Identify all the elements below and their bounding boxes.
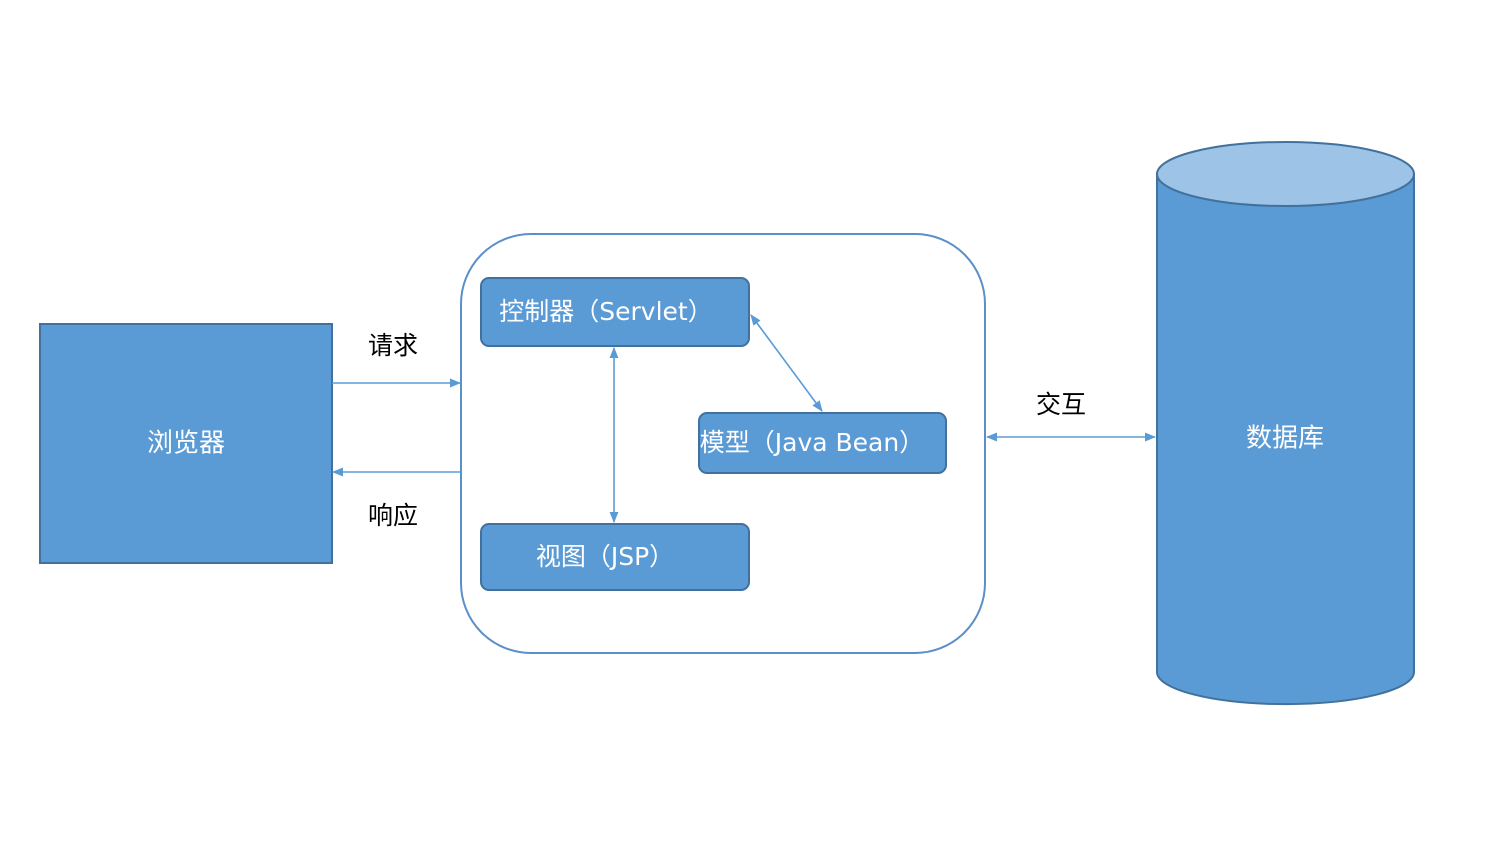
database-node: 数据库 xyxy=(1156,141,1415,706)
request-label: 请求 xyxy=(368,331,418,360)
controller-node: 控制器（Servlet） xyxy=(480,277,750,347)
controller-label: 控制器（Servlet） xyxy=(499,297,712,326)
browser-label: 浏览器 xyxy=(147,429,225,459)
model-node: 模型（Java Bean） xyxy=(698,412,947,474)
response-label: 响应 xyxy=(368,501,418,530)
interact-label: 交互 xyxy=(1036,390,1086,419)
view-label: 视图（JSP） xyxy=(536,542,674,571)
model-label: 模型（Java Bean） xyxy=(700,428,924,457)
database-label: 数据库 xyxy=(1246,424,1324,454)
controller-model-arrow xyxy=(750,314,823,412)
browser-node: 浏览器 xyxy=(39,323,333,564)
view-node: 视图（JSP） xyxy=(480,523,750,591)
